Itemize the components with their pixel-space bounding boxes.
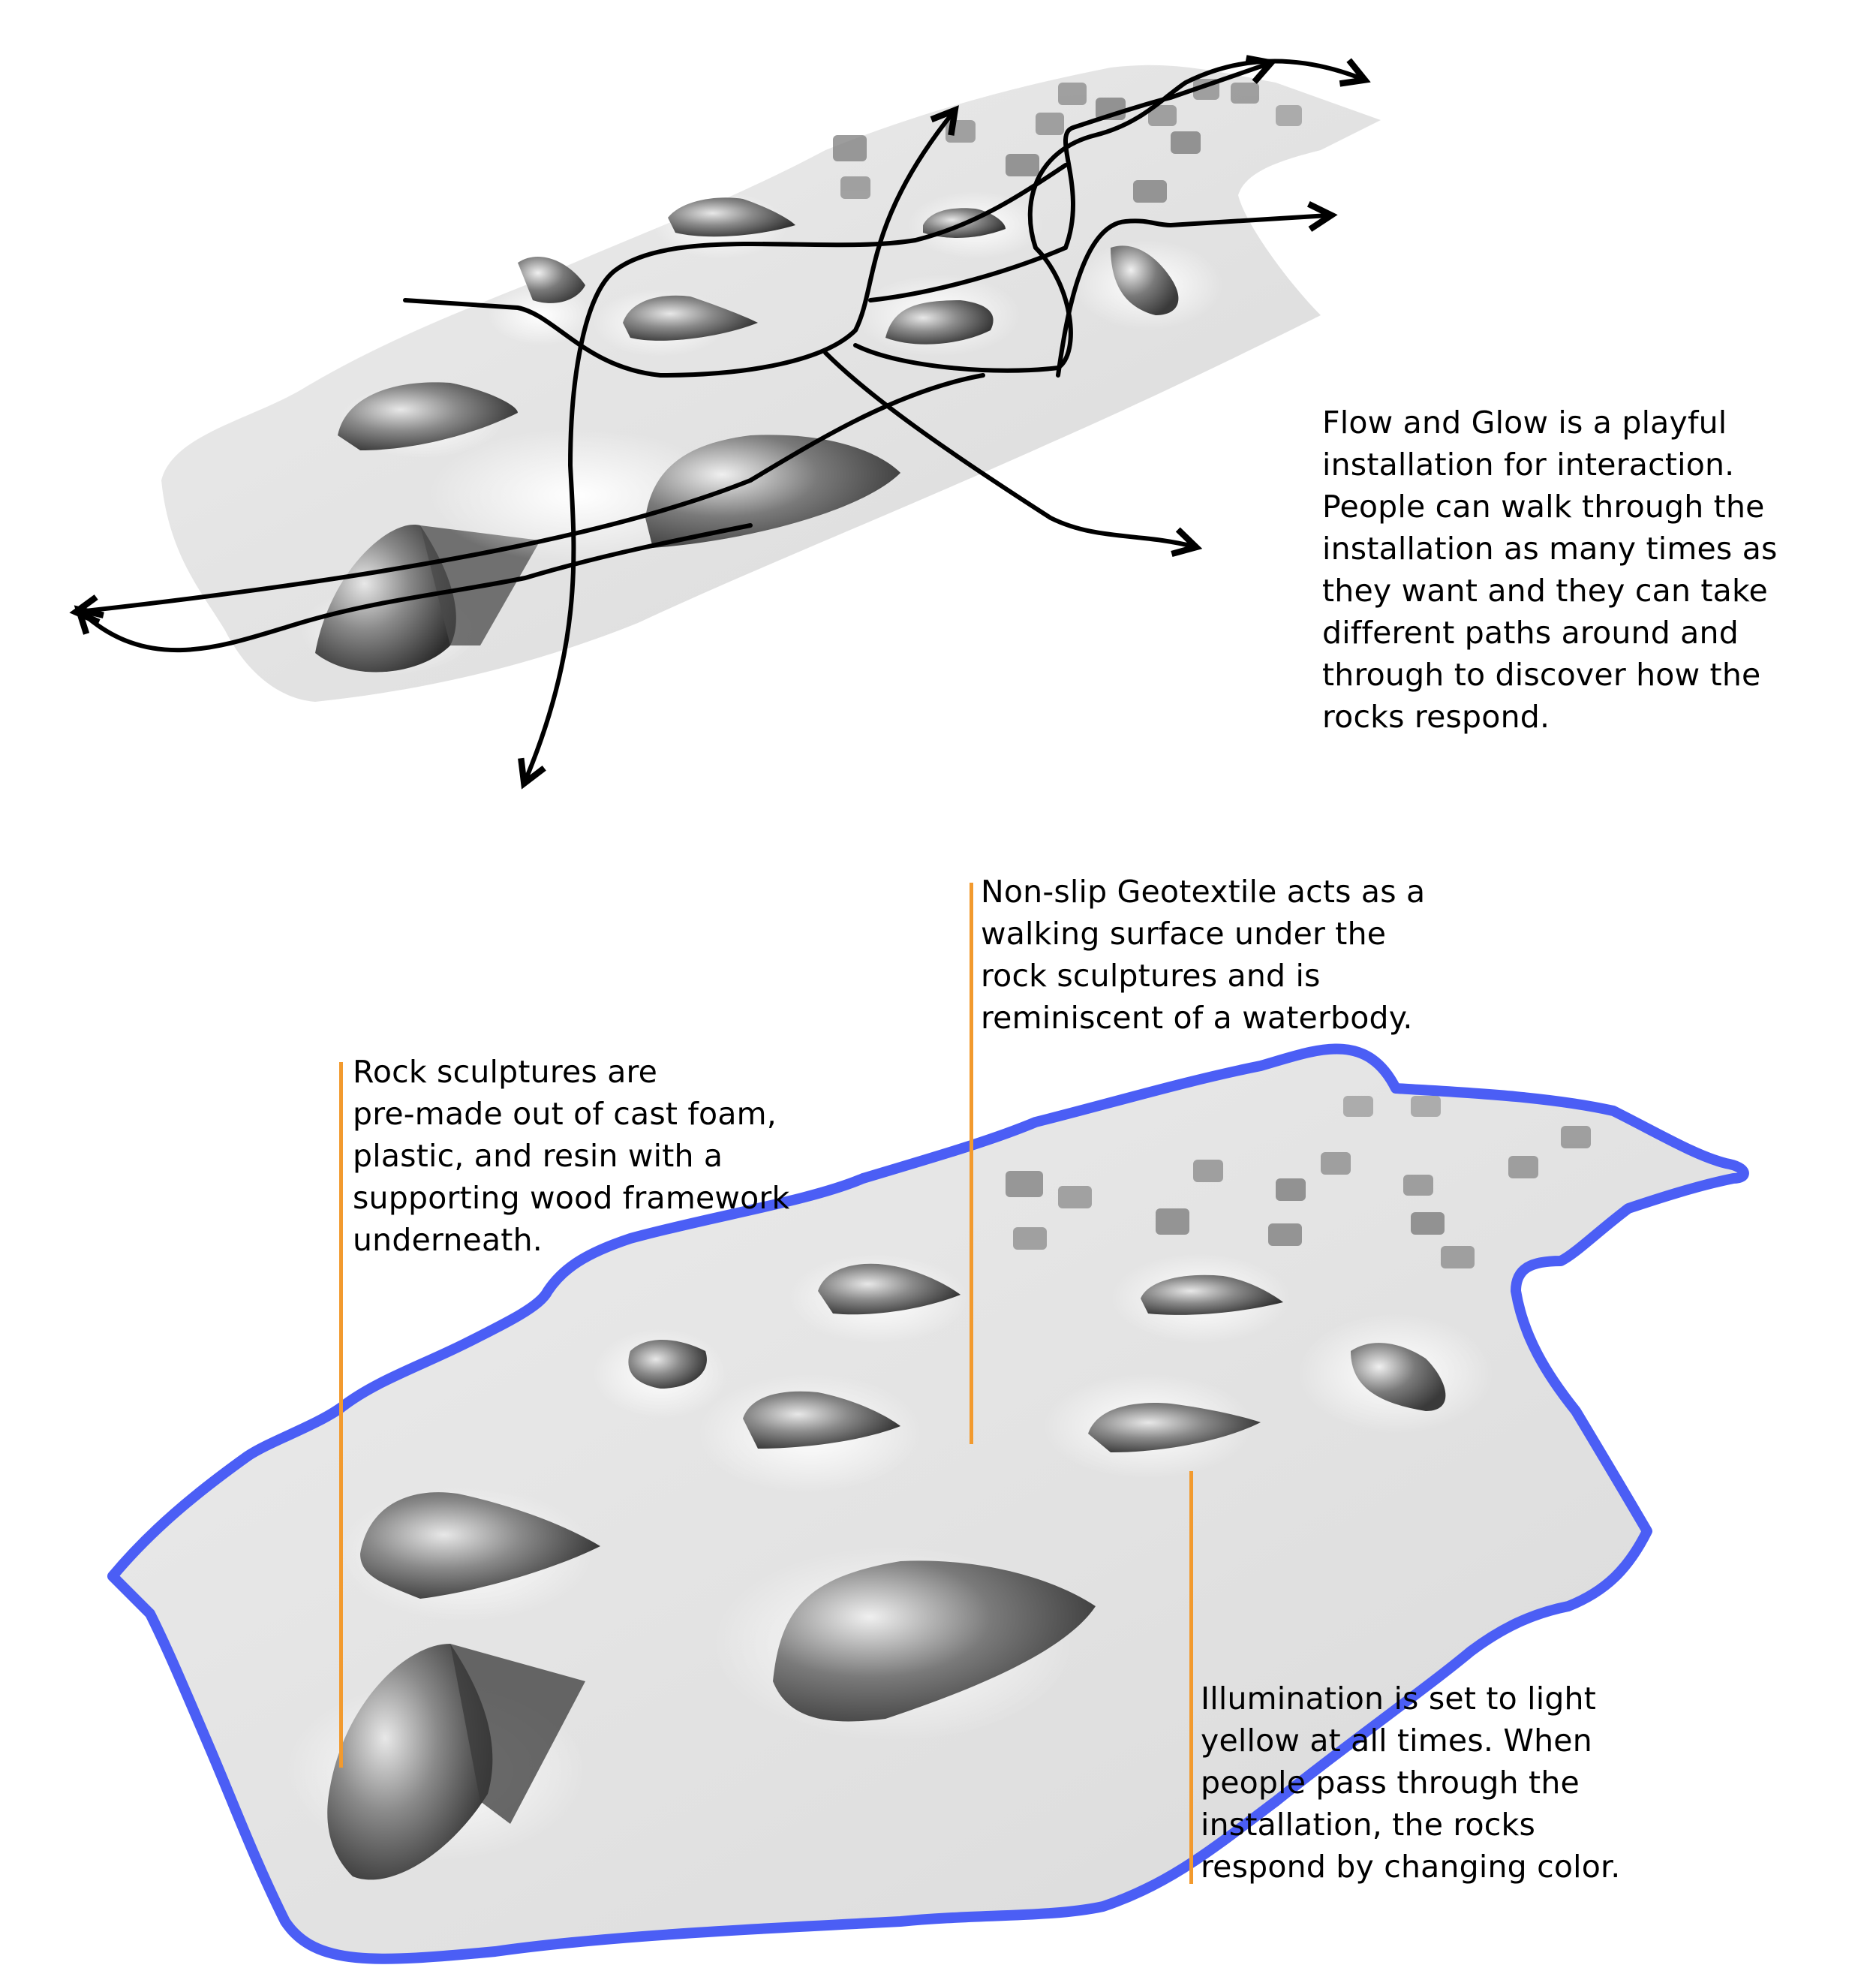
path-arrow: [525, 163, 1068, 781]
path-arrow: [403, 113, 953, 378]
rock-icon: [1141, 1274, 1283, 1315]
rock-icon: [360, 1492, 600, 1599]
rock-icon: [645, 435, 900, 548]
rock-icon: [628, 1340, 707, 1389]
rock-icon: [743, 1391, 900, 1449]
path-arrow: [868, 64, 1268, 302]
rock-sculptures-bottom: [285, 1096, 1591, 1880]
visitor-paths: [79, 62, 1362, 781]
rock-icon: [818, 1263, 961, 1315]
rock-icon: [315, 525, 456, 673]
path-arrow: [853, 62, 1362, 373]
illumination-leader-line: [1189, 1471, 1193, 1884]
rock-icon: [1111, 245, 1179, 315]
illumination-annotation: Illumination is set to light yellow at a…: [1201, 1681, 1621, 1885]
rock-icon: [623, 295, 758, 341]
rock-icon: [518, 256, 585, 303]
path-arrow: [79, 373, 985, 612]
rock-sculptures-leader-line: [339, 1062, 343, 1768]
top-diagram: [79, 62, 1381, 781]
path-arrow: [81, 523, 753, 652]
rock-icon: [1351, 1343, 1446, 1411]
rock-sculptures-annotation: Rock sculptures are pre-made out of cast…: [353, 1054, 790, 1258]
path-arrow: [823, 351, 1193, 546]
intro-paragraph: Flow and Glow is a playful installation …: [1322, 405, 1778, 735]
geotextile-leader-line: [970, 883, 973, 1444]
rock-icon: [773, 1560, 1096, 1722]
rock-icon: [338, 382, 518, 450]
rock-icon: [668, 197, 795, 237]
rock-sculptures-top: [300, 79, 1302, 676]
bottom-diagram: [107, 1043, 1749, 1964]
rock-icon: [885, 300, 994, 345]
geotextile-annotation: Non-slip Geotextile acts as a walking su…: [981, 874, 1426, 1036]
path-arrow: [1056, 215, 1328, 378]
rock-icon: [327, 1644, 493, 1880]
rock-icon: [1088, 1403, 1261, 1452]
